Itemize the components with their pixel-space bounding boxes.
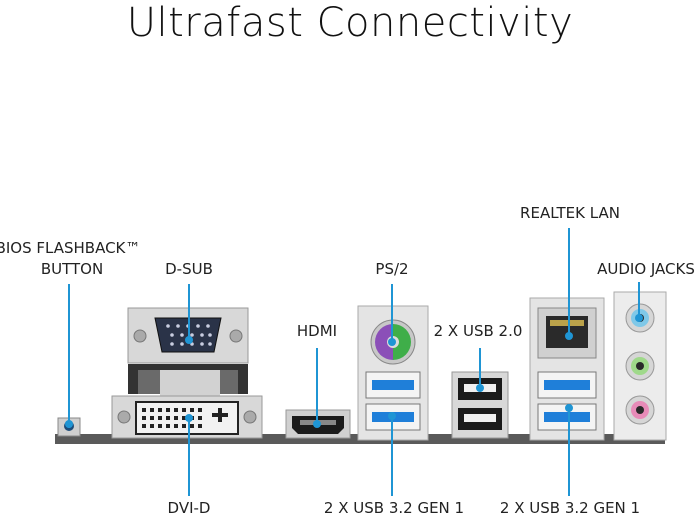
usb20-leader-dot [476, 384, 484, 392]
hdmi-leader-dot [313, 420, 321, 428]
usb32-left-leader-line [391, 416, 393, 496]
lan-leader-dot [565, 332, 573, 340]
audio-leader-line [638, 282, 640, 318]
ps2-usb32-stack-left [357, 305, 429, 441]
dsub-leader-line [188, 284, 190, 340]
bios-leader-dot [65, 420, 73, 428]
usb32-left-leader-dot [388, 412, 396, 420]
bios-leader-line [68, 284, 70, 424]
lan-leader-line [568, 228, 570, 336]
dvid-leader-line [188, 418, 190, 496]
dsub-label: D-SUB [165, 260, 213, 278]
hdmi-label: HDMI [296, 322, 338, 340]
hdmi-port [285, 409, 351, 439]
usb32-right-label: 2 X USB 3.2 GEN 1 [499, 499, 641, 517]
bios-label-line2: BUTTON [40, 260, 104, 278]
page-title: Ultrafast Connectivity [126, 0, 574, 46]
usb20-label: 2 X USB 2.0 [433, 322, 523, 340]
lan-label: REALTEK LAN [520, 204, 620, 222]
audio-leader-dot [635, 314, 643, 322]
ps2-leader-dot [388, 338, 396, 346]
usb32-left-label: 2 X USB 3.2 GEN 1 [323, 499, 465, 517]
ps2-leader-line [391, 284, 393, 342]
usb20-leader-line [479, 348, 481, 388]
lan-usb32-stack-right [529, 297, 605, 441]
usb32-right-leader-line [568, 408, 570, 496]
dsub-leader-dot [185, 336, 193, 344]
hdmi-leader-line [316, 348, 318, 424]
dvid-leader-dot [185, 414, 193, 422]
dvid-label: DVI-D [167, 499, 211, 517]
usb32-right-leader-dot [565, 404, 573, 412]
bios-label-line1: BIOS FLASHBACK™ [0, 239, 141, 257]
audio-label: AUDIO JACKS [597, 260, 695, 278]
audio-jacks [613, 291, 667, 441]
ps2-label: PS/2 [375, 260, 409, 278]
